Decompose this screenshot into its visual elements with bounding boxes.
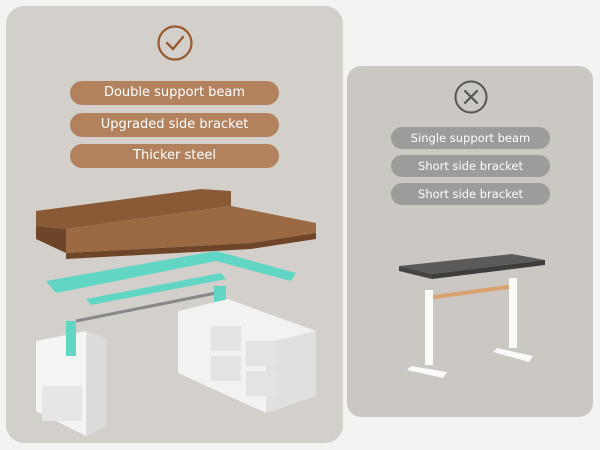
- feature-pill: Short side bracket: [391, 183, 550, 205]
- x-circle-icon: [454, 80, 488, 114]
- check-circle-icon: [157, 25, 193, 61]
- standard-desk-panel: Single support beam Short side bracket S…: [347, 66, 593, 417]
- feature-pill: Double support beam: [70, 81, 279, 105]
- l-shaped-desk-illustration: [36, 189, 316, 436]
- feature-pill: Single support beam: [391, 127, 550, 149]
- feature-pill: Thicker steel: [70, 144, 279, 168]
- feature-pill: Short side bracket: [391, 155, 550, 177]
- upgraded-desk-panel: Double support beam Upgraded side bracke…: [6, 6, 343, 443]
- standing-desk-illustration: [399, 254, 545, 378]
- feature-pill: Upgraded side bracket: [70, 113, 279, 137]
